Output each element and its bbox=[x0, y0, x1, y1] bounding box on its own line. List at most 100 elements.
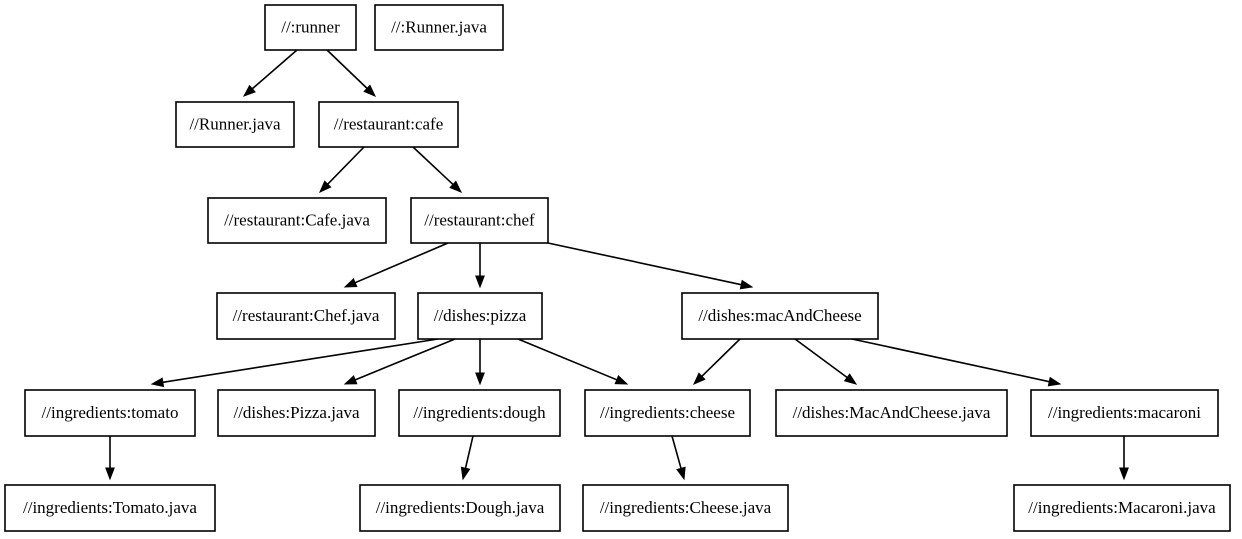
edge-line bbox=[794, 338, 848, 379]
edge-line bbox=[671, 435, 682, 469]
edge-runner-to-restaurant_cafe bbox=[326, 49, 377, 97]
node-box[interactable] bbox=[374, 4, 504, 51]
node-box[interactable] bbox=[207, 197, 387, 244]
edge-ing_macaroni-to-macaroni_java bbox=[1119, 436, 1129, 481]
edge-line bbox=[547, 242, 742, 286]
arrowhead-icon bbox=[843, 373, 858, 385]
edge-line bbox=[851, 338, 1050, 383]
node-box[interactable] bbox=[4, 484, 216, 532]
arrowhead-icon bbox=[475, 372, 485, 386]
graph-node-ing_dough[interactable]: //ingredients:dough bbox=[398, 389, 561, 437]
edge-line bbox=[464, 435, 474, 469]
node-label: //restaurant:cafe bbox=[334, 114, 444, 133]
node-box[interactable] bbox=[1013, 484, 1231, 532]
graph-node-ing_macaroni[interactable]: //ingredients:macaroni bbox=[1030, 389, 1219, 437]
edge-dishes_pizza-to-ing_cheese bbox=[517, 338, 629, 385]
edge-restaurant_chef-to-dishes_mac bbox=[547, 242, 754, 290]
graph-node-dishes_mac[interactable]: //dishes:macAndCheese bbox=[681, 292, 879, 340]
edge-dishes_mac-to-mac_java bbox=[794, 338, 858, 385]
nodes-layer: //:runner //:Runner.java //Runner.java //re… bbox=[4, 4, 1231, 532]
graph-node-cafe_java[interactable]: //restaurant:Cafe.java bbox=[207, 197, 387, 244]
node-box[interactable] bbox=[24, 389, 196, 437]
arrowhead-icon bbox=[449, 180, 463, 193]
arrowhead-icon bbox=[363, 84, 377, 97]
arrowhead-icon bbox=[150, 377, 165, 388]
arrowhead-icon bbox=[1047, 376, 1062, 387]
node-box[interactable] bbox=[584, 389, 751, 437]
node-box[interactable] bbox=[359, 484, 561, 532]
arrowhead-icon bbox=[460, 466, 471, 481]
node-box[interactable] bbox=[398, 389, 561, 437]
node-label: //Runner.java bbox=[189, 114, 281, 133]
graph-node-runner_java[interactable]: //Runner.java bbox=[175, 101, 295, 148]
node-box[interactable] bbox=[175, 101, 295, 148]
node-label: //dishes:macAndCheese bbox=[698, 306, 861, 325]
node-label: //ingredients:Macaroni.java bbox=[1028, 498, 1216, 517]
node-label: //ingredients:Dough.java bbox=[376, 498, 545, 517]
edge-line bbox=[162, 338, 439, 384]
edge-runner-to-runner_java bbox=[242, 49, 298, 97]
node-box[interactable] bbox=[217, 389, 376, 437]
node-label: //ingredients:Tomato.java bbox=[23, 498, 197, 517]
arrowhead-icon bbox=[1119, 467, 1129, 481]
graph-node-restaurant_cafe[interactable]: //restaurant:cafe bbox=[318, 101, 459, 148]
arrowhead-icon bbox=[105, 467, 115, 481]
node-label: //:runner bbox=[281, 17, 340, 36]
graph-node-pizza_java[interactable]: //dishes:Pizza.java bbox=[217, 389, 376, 437]
edges-layer bbox=[105, 49, 1129, 481]
graph-node-dough_java[interactable]: //ingredients:Dough.java bbox=[359, 484, 561, 532]
graph-node-ing_tomato[interactable]: //ingredients:tomato bbox=[24, 389, 196, 437]
edge-line bbox=[354, 338, 456, 381]
node-label: //ingredients:Cheese.java bbox=[600, 498, 772, 517]
edge-dishes_pizza-to-pizza_java bbox=[343, 338, 456, 385]
graph-node-runner[interactable]: //:runner bbox=[264, 4, 357, 51]
edge-line bbox=[412, 146, 454, 186]
edge-line bbox=[701, 338, 741, 377]
node-box[interactable] bbox=[417, 292, 543, 340]
node-box[interactable] bbox=[582, 484, 789, 532]
graph-node-dishes_pizza[interactable]: //dishes:pizza bbox=[417, 292, 543, 340]
edge-ing_cheese-to-cheese_java bbox=[671, 435, 686, 481]
edge-dishes_pizza-to-ing_dough bbox=[475, 339, 485, 386]
graph-node-ing_cheese[interactable]: //ingredients:cheese bbox=[584, 389, 751, 437]
node-label: //dishes:MacAndCheese.java bbox=[793, 403, 991, 422]
graph-node-mac_java[interactable]: //dishes:MacAndCheese.java bbox=[775, 389, 1008, 437]
arrowhead-icon bbox=[739, 279, 754, 290]
node-box[interactable] bbox=[775, 389, 1008, 437]
edge-restaurant_cafe-to-restaurant_chef bbox=[412, 146, 463, 193]
node-box[interactable] bbox=[264, 4, 357, 51]
edge-restaurant_chef-to-dishes_pizza bbox=[475, 243, 485, 289]
edge-line bbox=[327, 146, 365, 185]
graph-node-cheese_java[interactable]: //ingredients:Cheese.java bbox=[582, 484, 789, 532]
node-label: //:Runner.java bbox=[391, 17, 487, 36]
edge-line bbox=[354, 242, 449, 284]
arrowhead-icon bbox=[475, 275, 485, 289]
node-box[interactable] bbox=[681, 292, 879, 340]
graph-node-runner_java_root[interactable]: //:Runner.java bbox=[374, 4, 504, 51]
edge-ing_tomato-to-tomato_java bbox=[105, 436, 115, 481]
graph-node-macaroni_java[interactable]: //ingredients:Macaroni.java bbox=[1013, 484, 1231, 532]
edge-restaurant_chef-to-chef_java bbox=[343, 242, 449, 288]
edge-dishes_mac-to-ing_macaroni bbox=[851, 338, 1062, 387]
node-label: //ingredients:macaroni bbox=[1048, 403, 1201, 422]
edge-restaurant_cafe-to-cafe_java bbox=[319, 146, 365, 194]
node-box[interactable] bbox=[1030, 389, 1219, 437]
node-box[interactable] bbox=[318, 101, 459, 148]
edge-line bbox=[251, 49, 298, 90]
node-label: //restaurant:Cafe.java bbox=[224, 210, 370, 229]
node-label: //dishes:pizza bbox=[434, 306, 527, 325]
edge-line bbox=[326, 49, 368, 89]
graph-node-tomato_java[interactable]: //ingredients:Tomato.java bbox=[4, 484, 216, 532]
arrowhead-icon bbox=[242, 84, 256, 97]
arrowhead-icon bbox=[319, 180, 332, 194]
node-label: //dishes:Pizza.java bbox=[233, 403, 360, 422]
graph-node-restaurant_chef[interactable]: //restaurant:chef bbox=[410, 197, 549, 244]
node-box[interactable] bbox=[216, 292, 396, 340]
node-label: //restaurant:chef bbox=[424, 210, 535, 229]
arrowhead-icon bbox=[343, 277, 358, 288]
node-box[interactable] bbox=[410, 197, 549, 244]
graph-node-chef_java[interactable]: //restaurant:Chef.java bbox=[216, 292, 396, 340]
node-label: //ingredients:dough bbox=[413, 403, 546, 422]
node-label: //ingredients:tomato bbox=[42, 403, 179, 422]
